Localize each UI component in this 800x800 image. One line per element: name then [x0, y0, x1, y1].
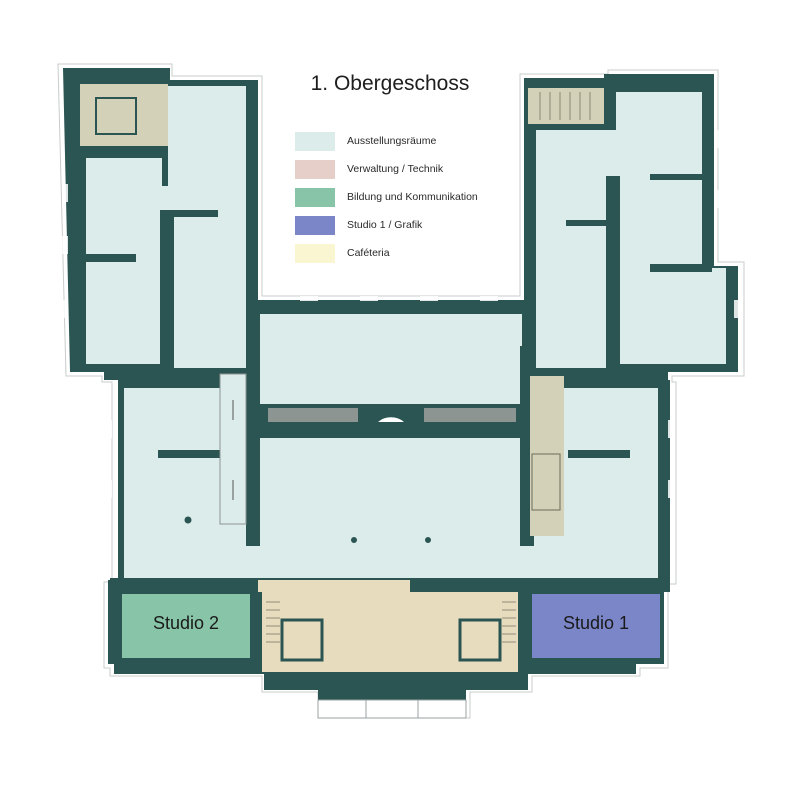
legend-swatch — [295, 160, 335, 179]
exhibition-rooms — [86, 86, 726, 580]
entrance-canopy — [317, 699, 467, 719]
legend-swatch — [295, 132, 335, 151]
columns — [184, 516, 431, 543]
windows — [62, 130, 740, 498]
service-strips — [268, 408, 516, 422]
central-hall — [260, 436, 522, 580]
legend-label: Bildung und Kommunikation — [347, 191, 478, 203]
legend-item-studio: Studio 1 / Grafik — [295, 216, 525, 235]
legend-swatch — [295, 244, 335, 263]
interior-walls — [86, 86, 714, 674]
legend-label: Studio 1 / Grafik — [347, 219, 423, 231]
west-upper-room — [86, 262, 160, 362]
legend-label: Verwaltung / Technik — [347, 163, 444, 175]
legend-item-administration: Verwaltung / Technik — [295, 160, 525, 179]
stair-core — [258, 580, 518, 672]
east-wing-rooms — [536, 92, 726, 368]
outer-outline — [57, 63, 745, 719]
floor-title: 1. Obergeschoss — [310, 72, 470, 95]
legend-label: Caféteria — [347, 247, 390, 259]
legend-swatch — [295, 216, 335, 235]
legend-item-exhibition: Ausstellungsräume — [295, 132, 525, 151]
studio-1-room — [532, 594, 660, 658]
legend-item-cafeteria: Caféteria — [295, 244, 525, 263]
room-label-studio-2: Studio 2 — [152, 613, 220, 633]
legend-swatch — [295, 188, 335, 207]
studios — [122, 594, 660, 658]
niche — [378, 417, 404, 422]
legend-label: Ausstellungsräume — [347, 135, 437, 147]
room-label-studio-1: Studio 1 — [562, 613, 630, 633]
legend: Ausstellungsräume Verwaltung / Technik B… — [295, 132, 525, 272]
service-rooms — [80, 84, 604, 536]
studio-2-room — [122, 594, 250, 658]
legend-item-education: Bildung und Kommunikation — [295, 188, 525, 207]
north-gallery — [260, 314, 522, 410]
